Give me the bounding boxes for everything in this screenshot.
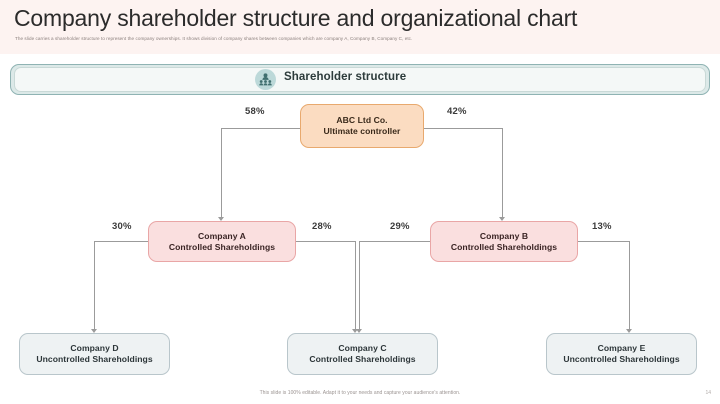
header-band [0,0,720,54]
node-company-b[interactable]: Company B Controlled Shareholdings [430,221,578,262]
connector-a-to-d-arrow [91,329,97,333]
page-title: Company shareholder structure and organi… [14,5,578,31]
node-abc-line1: ABC Ltd Co. [336,115,388,125]
node-abc-line2: Ultimate controller [323,126,401,136]
edge-label-a-to-c: 28% [312,221,332,232]
connector-a-to-d-vertical [94,241,95,331]
connector-root-to-a-vertical [221,128,222,219]
node-company-b-line2: Controlled Shareholdings [450,241,558,252]
node-company-a-line1: Company A [198,230,246,241]
node-company-e-line1: Company E [597,343,646,353]
connector-b-to-e-horizontal [578,241,630,242]
edge-label-root-to-a: 58% [245,106,265,117]
shareholder-structure-banner-label: Shareholder structure [284,71,407,83]
node-company-e-line2: Uncontrolled Shareholdings [563,354,680,364]
connector-b-to-c-vertical [359,241,360,331]
connector-a-to-c-horizontal [296,241,356,242]
connector-root-to-b-vertical [502,128,503,219]
node-company-a[interactable]: Company A Controlled Shareholdings [148,221,296,262]
node-company-c-line2: Controlled Shareholdings [309,354,416,364]
connector-root-to-b-arrow [499,217,505,221]
connector-root-to-a-horizontal [221,128,301,129]
connector-b-to-c-horizontal [359,241,431,242]
edge-label-a-to-d: 30% [112,221,132,232]
node-abc-ltd-co[interactable]: ABC Ltd Co. Ultimate controller [300,104,424,148]
edge-label-b-to-c: 29% [390,221,410,232]
footer-note: This slide is 100% editable. Adapt it to… [259,390,461,396]
node-company-d-line2: Uncontrolled Shareholdings [36,354,153,364]
node-company-b-line1: Company B [479,230,529,241]
edge-label-root-to-b: 42% [447,106,467,117]
node-company-e[interactable]: Company E Uncontrolled Shareholdings [546,333,697,375]
node-company-c-line1: Company C [338,343,387,353]
edge-label-b-to-e: 13% [592,221,612,232]
page-subtitle: The slide carries a shareholder structur… [15,36,413,41]
node-company-d-line1: Company D [70,343,119,353]
connector-root-to-a-arrow [218,217,224,221]
connector-b-to-e-arrow [626,329,632,333]
node-company-c[interactable]: Company C Controlled Shareholdings [287,333,438,375]
connector-b-to-e-vertical [629,241,630,331]
connector-a-to-d-horizontal [94,241,149,242]
shareholder-structure-banner-inner [14,67,706,92]
connector-a-to-c-arrow [352,329,358,333]
connector-root-to-b-horizontal [423,128,503,129]
page-number: 14 [705,390,711,396]
people-group-icon [255,69,276,90]
connector-b-to-c-arrow [356,329,362,333]
connector-a-to-c-vertical [355,241,356,331]
header-accent-bar [0,0,7,54]
node-company-a-line2: Controlled Shareholdings [168,241,276,252]
node-company-d[interactable]: Company D Uncontrolled Shareholdings [19,333,170,375]
